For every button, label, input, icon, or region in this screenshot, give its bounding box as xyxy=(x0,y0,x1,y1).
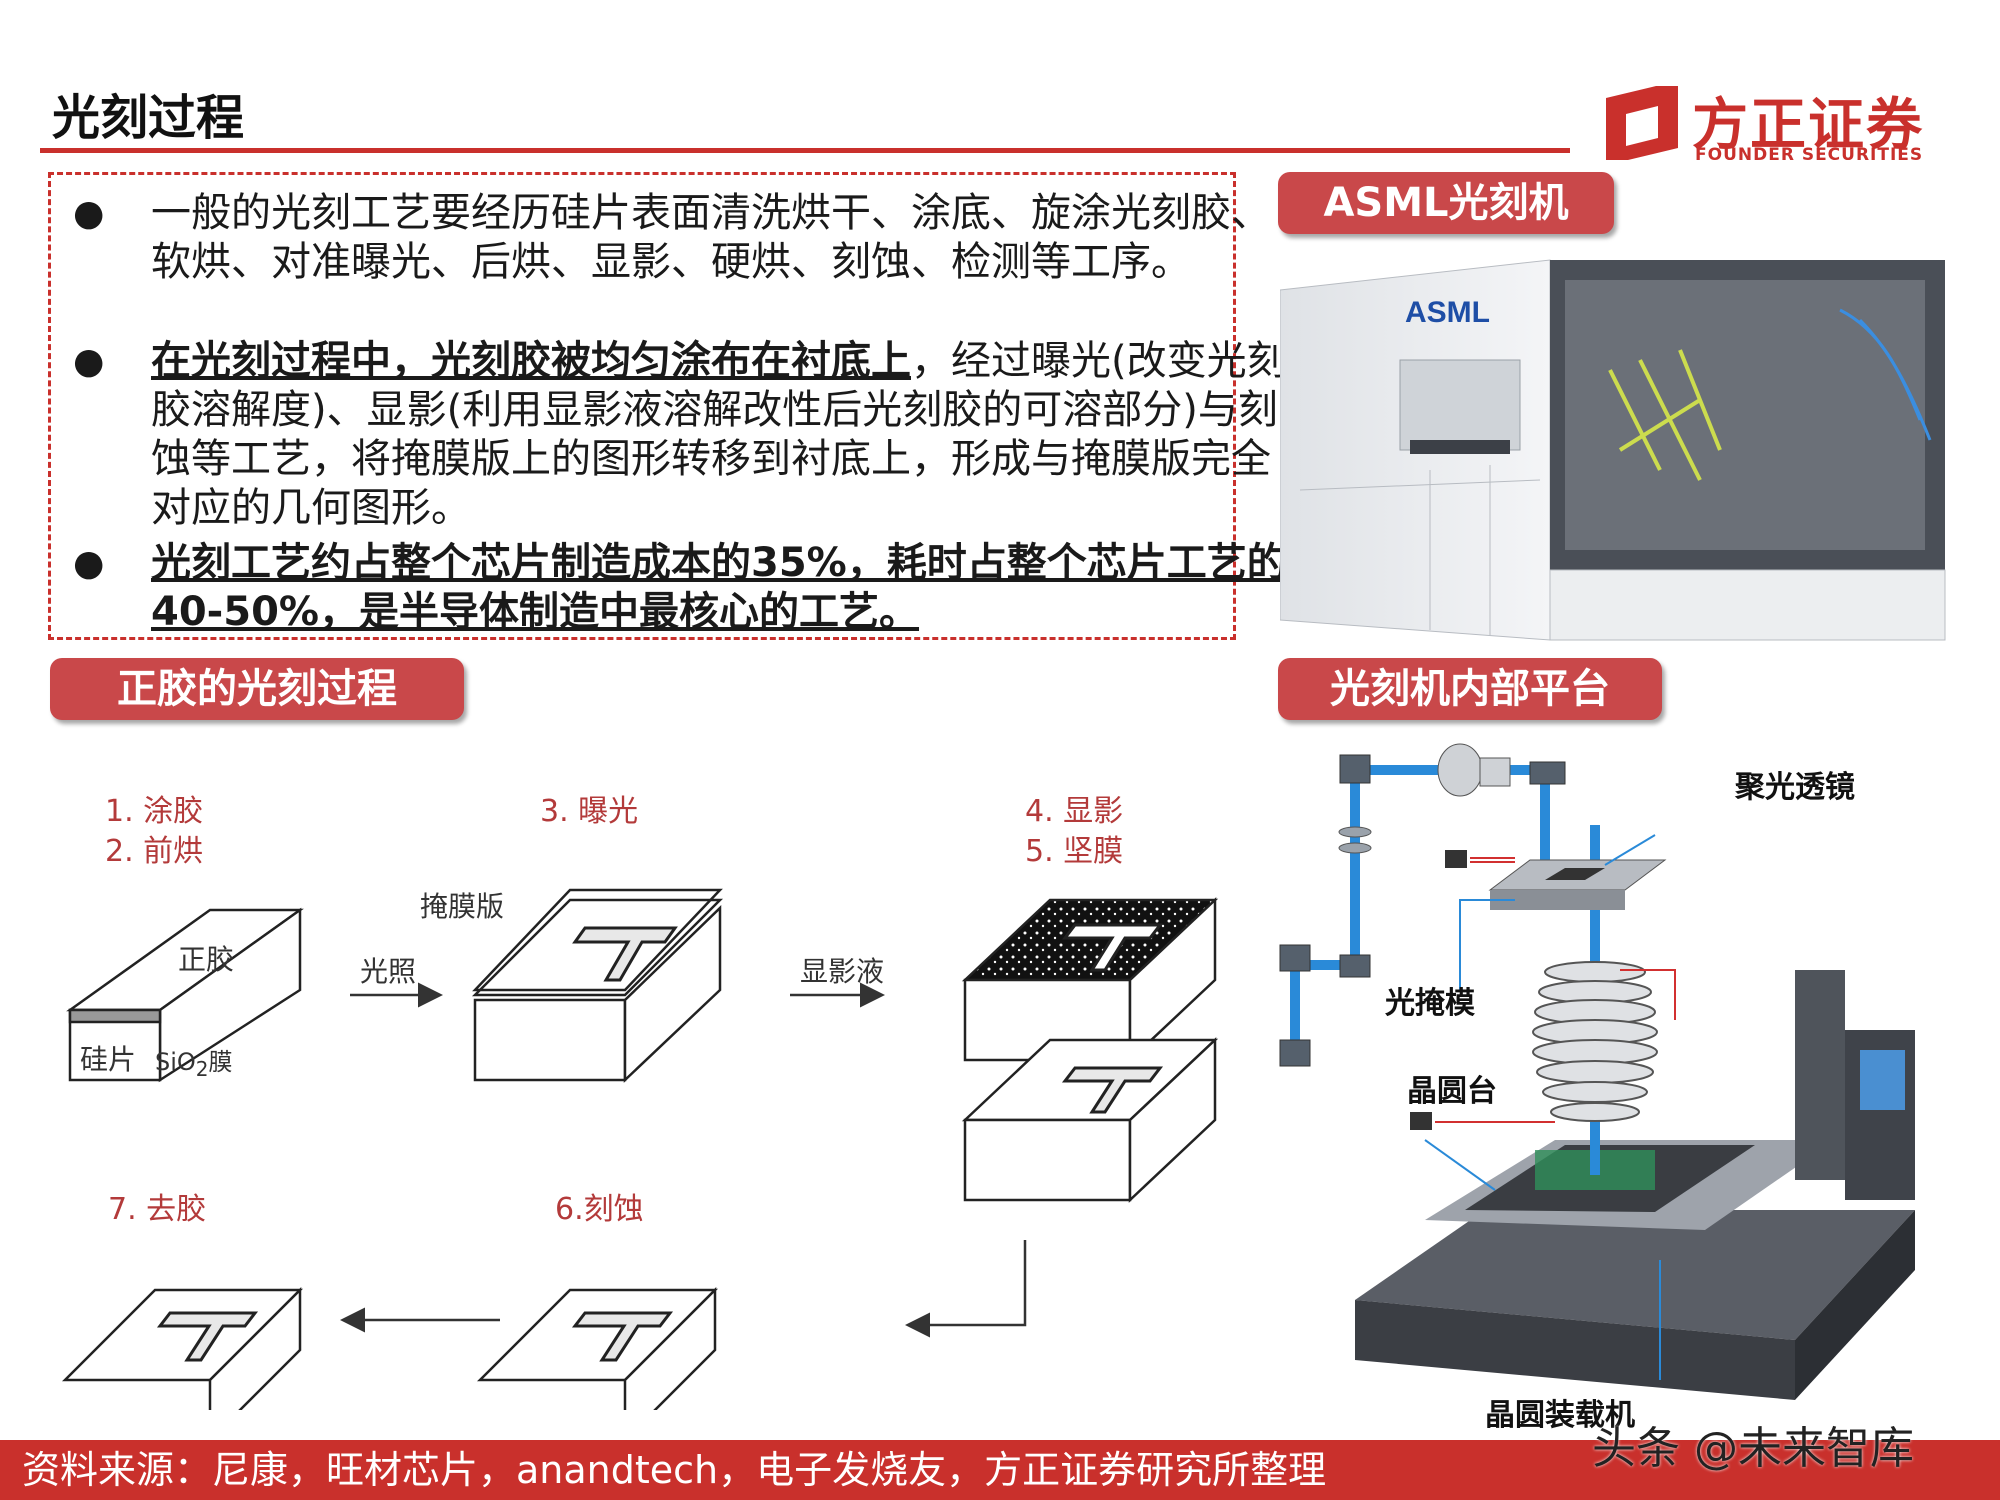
oxide-suffix: 膜 xyxy=(208,1048,233,1076)
asml-brand-text: ASML xyxy=(1405,296,1490,329)
section-header-asml: ASML光刻机 xyxy=(1278,172,1614,234)
label-condenser-lens: 聚光透镜 xyxy=(1735,770,1855,805)
label-photomask: 光掩模 xyxy=(1385,986,1475,1021)
bullet-rest: ，经过曝光(改变光刻胶溶解度)、显影(利用显影液溶解改性后光刻胶的可溶部分)与刻… xyxy=(151,338,1287,531)
logo-subtext: FOUNDER SECURITIES xyxy=(1695,145,1924,165)
process-drawing xyxy=(61,888,1219,1410)
bullet-emphasis: 在光刻过程中，光刻胶被均匀涂布在衬底上 xyxy=(151,338,911,384)
footer-bar xyxy=(0,1440,2000,1500)
positive-resist-process-diagram: 1. 涂胶 2. 前烘 3. 曝光 4. 显影 5. 坚膜 6.刻蚀 7. 去胶… xyxy=(50,750,1230,1410)
wafer-label: 硅片 xyxy=(80,1043,137,1076)
oxide-text: SiO xyxy=(155,1048,196,1076)
section-header-positive-resist: 正胶的光刻过程 xyxy=(50,658,464,720)
stage-prebake-text: 2. 前烘 xyxy=(105,834,204,869)
asml-machine-image: ASML xyxy=(1280,259,1946,641)
section-header-platform: 光刻机内部平台 xyxy=(1278,658,1662,720)
bullet-text: 在光刻过程中，光刻胶被均匀涂布在衬底上，经过曝光(改变光刻胶溶解度)、显影(利用… xyxy=(151,337,1291,533)
bullet-dot-icon: ● xyxy=(73,193,105,234)
bullet-dot-icon: ● xyxy=(73,341,105,382)
stage-label-coat: 1. 涂胶 2. 前烘 xyxy=(105,792,203,872)
stage-label-develop: 4. 显影 5. 坚膜 xyxy=(1025,792,1123,872)
oxide-subscript: 2 xyxy=(195,1056,209,1081)
bullet-dot-icon: ● xyxy=(73,543,105,584)
oxide-label: SiO2膜 xyxy=(155,1042,233,1081)
bullet-text: 一般的光刻工艺要经历硅片表面清洗烘干、涂底、旋涂光刻胶、软烘、对准曝光、后烘、显… xyxy=(151,190,1271,285)
logo-text: 方正证券 xyxy=(1692,93,1924,158)
summary-box: ● 一般的光刻工艺要经历硅片表面清洗烘干、涂底、旋涂光刻胶、软烘、对准曝光、后烘… xyxy=(48,172,1287,640)
title-rule xyxy=(40,148,1570,153)
developer-label: 显影液 xyxy=(800,955,885,988)
stage-hardbake-text: 5. 坚膜 xyxy=(1025,834,1124,869)
bullet-text: 光刻工艺约占整个芯片制造成本的35%，耗时占整个芯片工艺的40-50%，是半导体… xyxy=(151,540,1287,635)
stage-coat-text: 1. 涂胶 xyxy=(105,794,204,829)
label-wafer-stage: 晶圆台 xyxy=(1407,1074,1497,1109)
label-wafer-loader: 晶圆装载机 xyxy=(1485,1398,1635,1433)
stage-label-etch: 6.刻蚀 xyxy=(555,1192,644,1227)
page-title: 光刻过程 xyxy=(52,90,245,146)
founder-logo-icon xyxy=(1606,86,1678,160)
resist-label: 正胶 xyxy=(178,943,235,976)
watermark: 头条 @未来智库 xyxy=(1592,1423,1914,1474)
stage-label-strip: 7. 去胶 xyxy=(108,1192,207,1227)
mask-label: 掩膜版 xyxy=(420,890,505,923)
stage-label-expose: 3. 曝光 xyxy=(540,794,639,829)
source-note: 资料来源：尼康，旺材芯片，anandtech，电子发烧友，方正证券研究所整理 xyxy=(22,1448,1327,1492)
lithography-platform-diagram: 聚光透镜 光掩模 晶圆台 晶圆装载机 xyxy=(1275,740,1945,1433)
light-label: 光照 xyxy=(360,955,417,988)
platform-drawing xyxy=(1279,743,1915,1400)
stage-develop-text: 4. 显影 xyxy=(1025,794,1124,829)
